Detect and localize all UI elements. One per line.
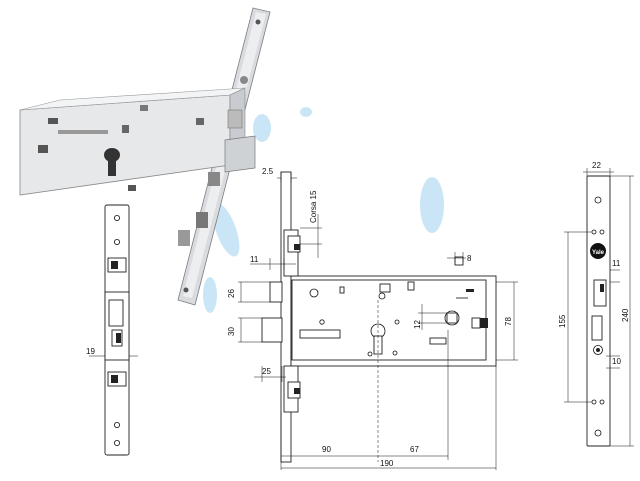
dim-2-5: 2.5 (262, 167, 274, 176)
dim-8: 8 (467, 254, 472, 263)
dim-26: 26 (227, 289, 236, 298)
dim-corsa-15: Corsa 15 (309, 190, 318, 223)
dim-19: 19 (86, 347, 95, 356)
lock-side-elevation (261, 171, 497, 463)
lock-product-render (19, 7, 271, 306)
dim-22: 22 (592, 161, 601, 170)
dim-90: 90 (322, 445, 331, 454)
dim-240: 240 (621, 308, 630, 322)
dim-78: 78 (504, 317, 513, 326)
main-view-dimensions: 2.5 Corsa 15 11 26 30 25 90 (227, 167, 518, 470)
dim-190: 190 (380, 459, 394, 468)
right-view-dimensions: 22 240 155 11 10 (558, 161, 634, 447)
dim-67: 67 (410, 445, 419, 454)
dim-11-right: 11 (612, 259, 621, 268)
dim-25: 25 (262, 367, 271, 376)
right-front-plate-view: Yale (586, 175, 611, 447)
dim-10: 10 (612, 357, 621, 366)
dim-12: 12 (413, 320, 422, 329)
dim-11-left: 11 (250, 255, 259, 264)
dim-155: 155 (558, 314, 567, 328)
dim-30: 30 (227, 327, 236, 336)
yale-logo: Yale (592, 250, 605, 256)
left-front-plate-view: 19 (86, 204, 138, 456)
